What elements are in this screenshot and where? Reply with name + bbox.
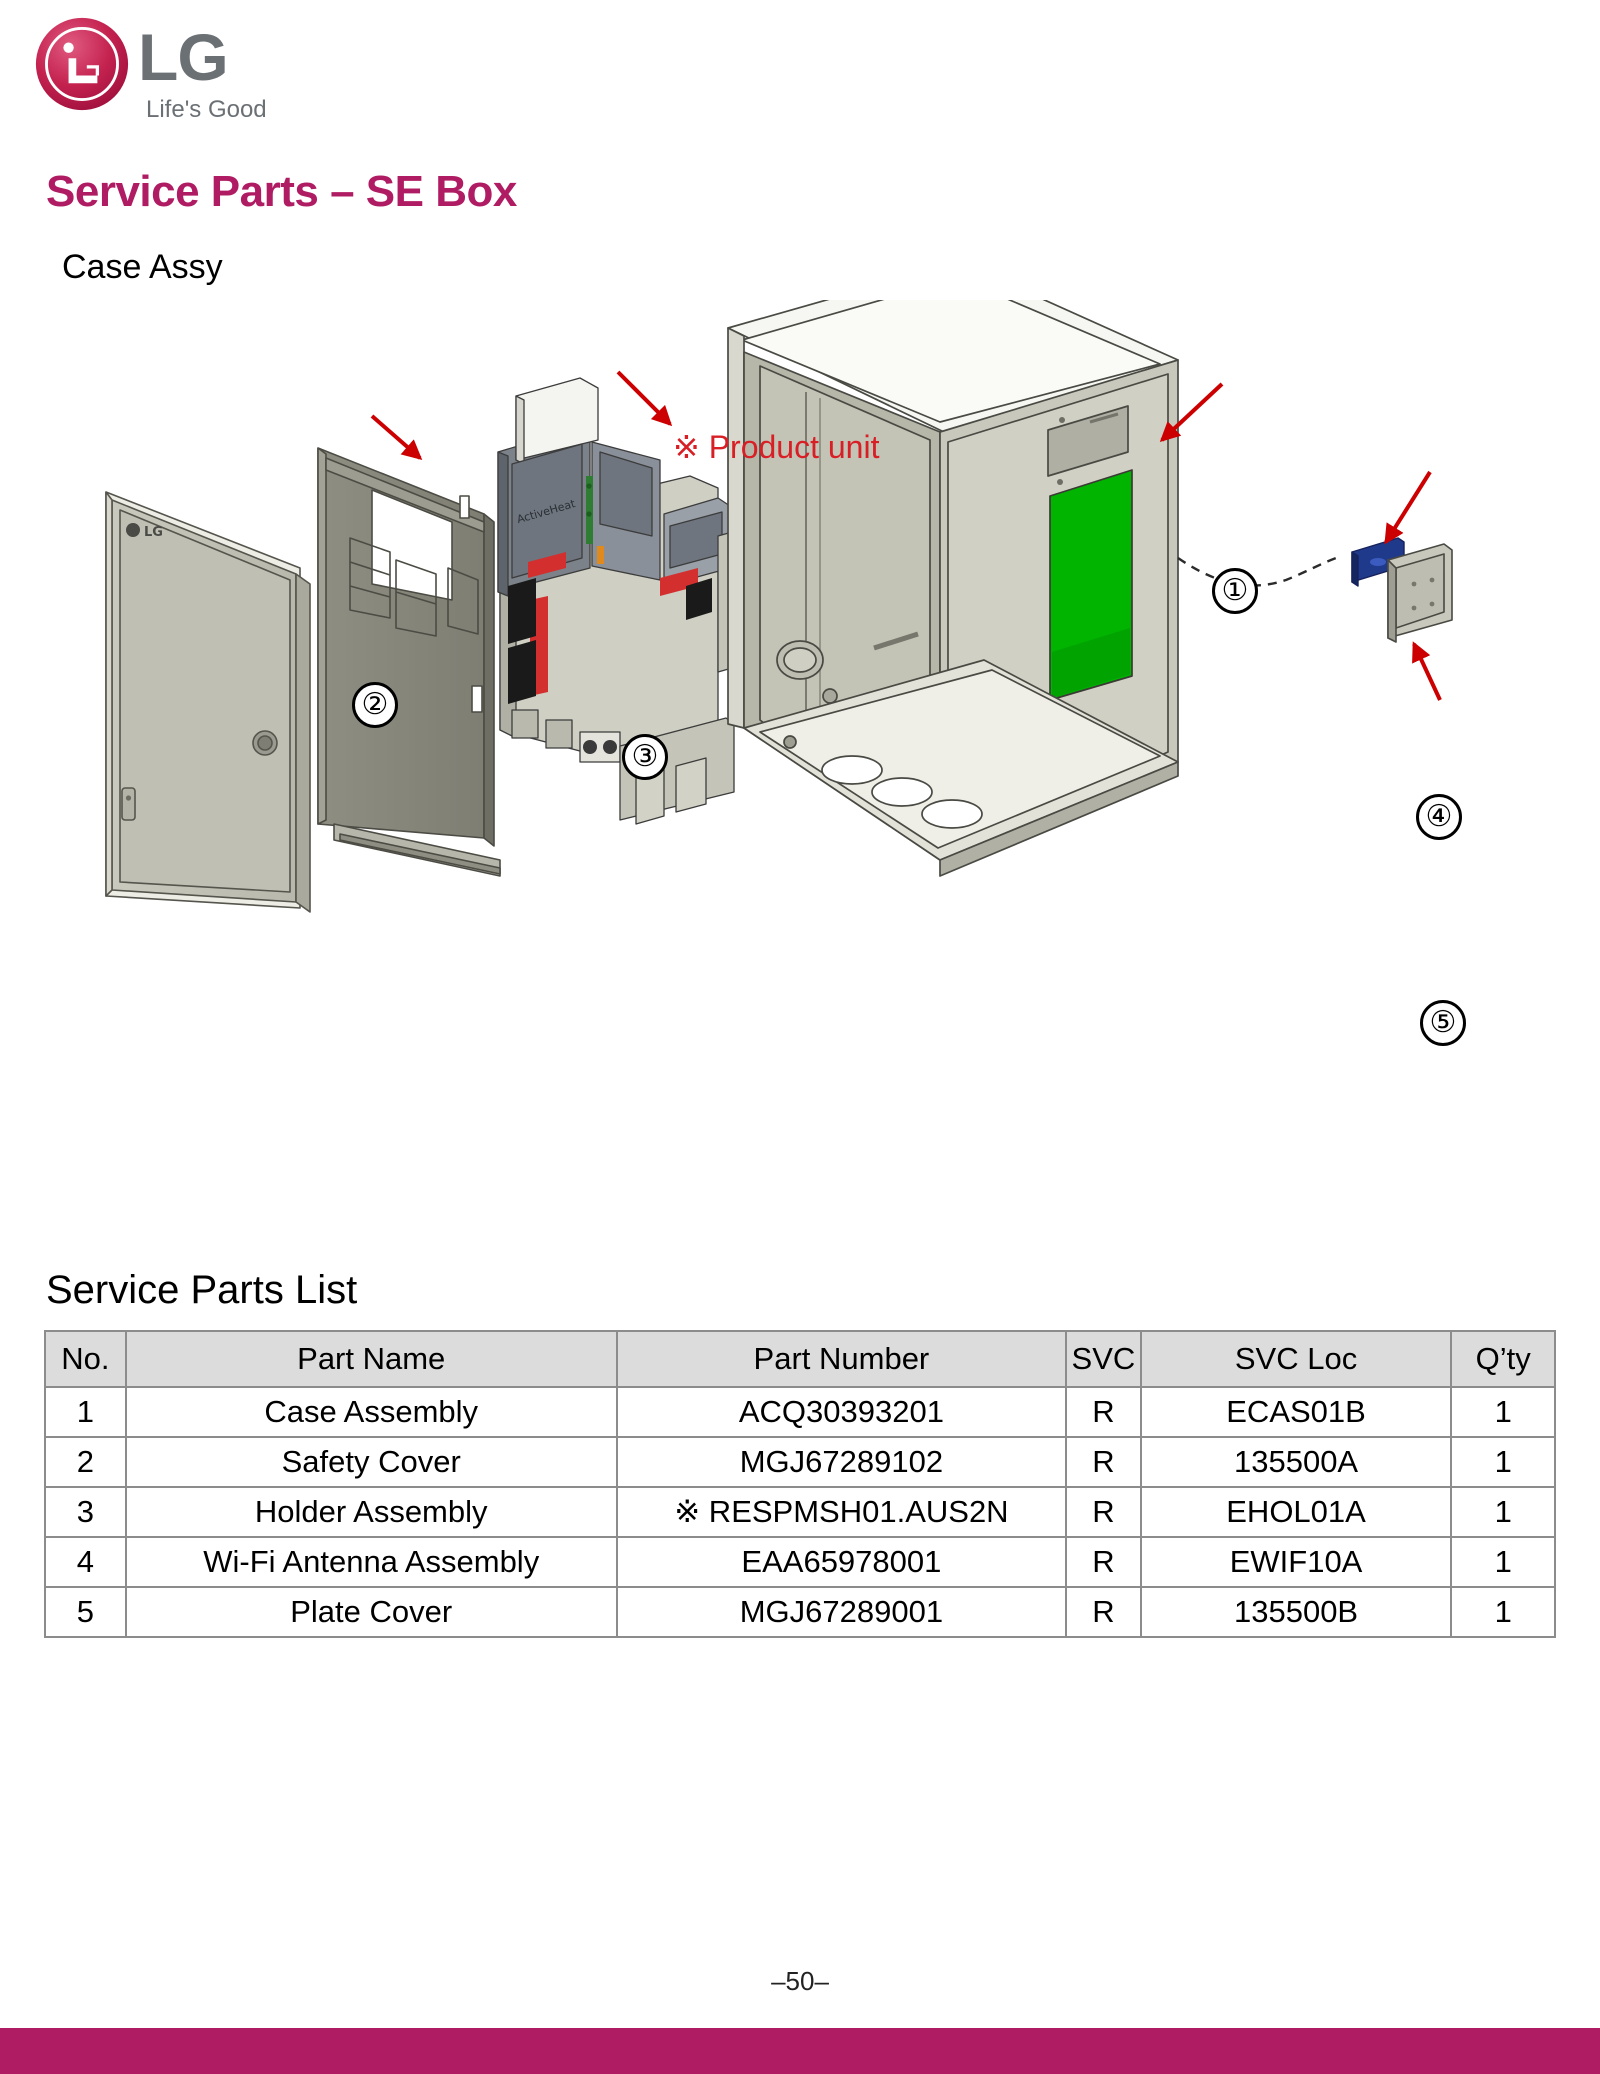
cell-loc: 135500B xyxy=(1139,1586,1453,1638)
part-holder-assembly: ActiveHeat xyxy=(497,377,761,825)
cell-svc: R xyxy=(1065,1536,1142,1588)
part-safety-cover xyxy=(317,447,501,877)
lg-logo-text: LG xyxy=(138,20,229,94)
cell-qty: 1 xyxy=(1450,1386,1556,1438)
part-door-panel: LG xyxy=(105,491,311,913)
cell-number: ※ RESPMSH01.AUS2N xyxy=(615,1486,1068,1538)
leader-arrow-4 xyxy=(1384,470,1432,545)
footer-bar xyxy=(0,2028,1600,2074)
cell-no: 5 xyxy=(44,1586,127,1638)
column-header-number: Part Number xyxy=(615,1330,1068,1388)
leader-arrow-1 xyxy=(1159,382,1224,443)
cell-number: EAA65978001 xyxy=(615,1536,1068,1588)
leader-arrow-3 xyxy=(616,370,673,427)
page-number: –50– xyxy=(771,1966,829,1996)
cell-svc: R xyxy=(1065,1586,1142,1638)
leader-arrow-5 xyxy=(1412,641,1442,701)
callout-3: ③ xyxy=(622,734,668,780)
table-header-row: No. Part Name Part Number SVC SVC Loc Q’… xyxy=(44,1330,1556,1388)
cell-qty: 1 xyxy=(1450,1436,1556,1488)
exploded-parts-diagram: LG xyxy=(0,300,1600,1240)
table-row: 4 Wi-Fi Antenna Assembly EAA65978001 R E… xyxy=(44,1536,1556,1588)
svg-text:LG: LG xyxy=(144,525,163,540)
leader-arrow-2 xyxy=(370,414,423,460)
cell-no: 3 xyxy=(44,1486,127,1538)
cell-number: MGJ67289001 xyxy=(615,1586,1068,1638)
cell-name: Case Assembly xyxy=(124,1386,618,1438)
cell-loc: 135500A xyxy=(1139,1436,1453,1488)
product-unit-note: ※ Product unit xyxy=(673,429,880,465)
cell-svc: R xyxy=(1065,1436,1142,1488)
callout-2: ② xyxy=(352,682,398,728)
column-header-loc: SVC Loc xyxy=(1139,1330,1453,1388)
parts-list-title: Service Parts List xyxy=(46,1268,358,1312)
lg-logo: LG Life's Good xyxy=(34,14,304,134)
lg-tagline: Life's Good xyxy=(146,96,267,123)
table-row: 3 Holder Assembly ※ RESPMSH01.AUS2N R EH… xyxy=(44,1486,1556,1538)
cell-qty: 1 xyxy=(1450,1486,1556,1538)
cell-loc: ECAS01B xyxy=(1139,1386,1453,1438)
callout-1: ① xyxy=(1212,568,1258,614)
cell-number: ACQ30393201 xyxy=(615,1386,1068,1438)
cell-no: 1 xyxy=(44,1386,127,1438)
part-plate-cover xyxy=(1387,543,1453,643)
cell-qty: 1 xyxy=(1450,1536,1556,1588)
cell-name: Holder Assembly xyxy=(124,1486,618,1538)
cell-svc: R xyxy=(1065,1386,1142,1438)
cell-name: Safety Cover xyxy=(124,1436,618,1488)
cell-svc: R xyxy=(1065,1486,1142,1538)
cell-qty: 1 xyxy=(1450,1586,1556,1638)
antenna-cable xyxy=(1177,556,1337,587)
table-row: 1 Case Assembly ACQ30393201 R ECAS01B 1 xyxy=(44,1386,1556,1438)
section-subtitle: Case Assy xyxy=(62,248,223,286)
column-header-svc: SVC xyxy=(1065,1330,1142,1388)
cell-loc: EWIF10A xyxy=(1139,1536,1453,1588)
part-case-assembly xyxy=(727,300,1179,877)
page-title: Service Parts – SE Box xyxy=(46,167,517,216)
callout-5: ⑤ xyxy=(1420,1000,1466,1046)
column-header-qty: Q’ty xyxy=(1450,1330,1556,1388)
column-header-no: No. xyxy=(44,1330,127,1388)
cell-loc: EHOL01A xyxy=(1139,1486,1453,1538)
cell-name: Plate Cover xyxy=(124,1586,618,1638)
callout-4: ④ xyxy=(1416,794,1462,840)
cell-number: MGJ67289102 xyxy=(615,1436,1068,1488)
lg-logo-icon xyxy=(35,17,129,111)
cell-no: 2 xyxy=(44,1436,127,1488)
part-wifi-antenna xyxy=(1351,537,1405,587)
cell-no: 4 xyxy=(44,1536,127,1588)
column-header-name: Part Name xyxy=(124,1330,618,1388)
table-row: 5 Plate Cover MGJ67289001 R 135500B 1 xyxy=(44,1586,1556,1638)
service-parts-table: No. Part Name Part Number SVC SVC Loc Q’… xyxy=(44,1330,1556,1638)
table-row: 2 Safety Cover MGJ67289102 R 135500A 1 xyxy=(44,1436,1556,1488)
cell-name: Wi-Fi Antenna Assembly xyxy=(124,1536,618,1588)
